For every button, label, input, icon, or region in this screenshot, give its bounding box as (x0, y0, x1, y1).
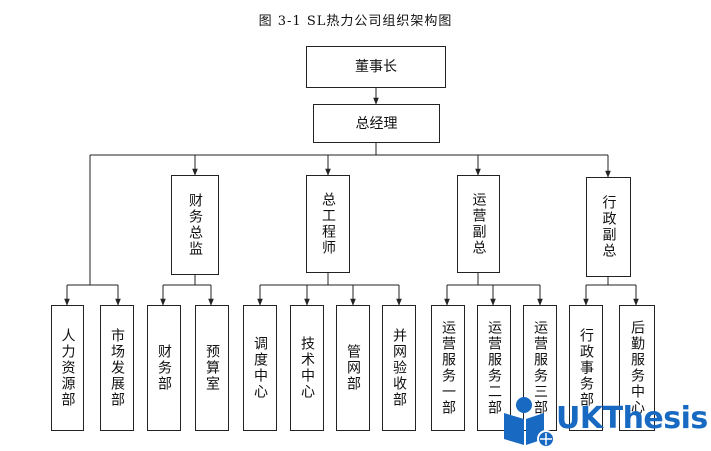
node-pipe: 管网部 (336, 305, 370, 431)
node-ops3: 运营服务三部 (523, 305, 557, 431)
node-chief-engineer: 总工程师 (306, 175, 350, 273)
node-grid-label: 并网验收部 (391, 328, 407, 408)
node-budget-label: 预算室 (204, 344, 220, 392)
node-finance-director-label: 财务总监 (187, 193, 203, 257)
node-budget: 预算室 (195, 305, 229, 431)
book-globe-icon (504, 397, 555, 448)
node-general-manager: 总经理 (313, 104, 440, 143)
node-ops1-label: 运营服务一部 (440, 320, 456, 416)
node-ops1: 运营服务一部 (431, 305, 465, 431)
node-market-label: 市场发展部 (109, 328, 125, 408)
node-grid: 并网验收部 (382, 305, 416, 431)
logo-text: UKThesis (556, 401, 708, 436)
node-admin-vp: 行政副总 (586, 177, 631, 277)
node-market: 市场发展部 (100, 305, 134, 431)
node-logistics: 后勤服务中心 (619, 305, 655, 431)
node-tech: 技术中心 (290, 305, 324, 431)
diagram-title: 图 3-1 SL热力公司组织架构图 (258, 14, 453, 29)
node-ops-vp-label: 运营副总 (470, 192, 487, 256)
node-logistics-label: 后勤服务中心 (629, 320, 645, 416)
node-chief-engineer-label: 总工程师 (320, 192, 336, 256)
node-hr: 人力资源部 (51, 305, 84, 431)
node-finance-dept-label: 财务部 (156, 344, 172, 392)
node-dispatch: 调度中心 (243, 305, 277, 431)
node-finance-dept: 财务部 (147, 305, 181, 431)
node-finance-director: 财务总监 (171, 175, 219, 275)
node-admin-vp-label: 行政副总 (600, 195, 617, 259)
node-ops2: 运营服务二部 (477, 305, 511, 431)
node-chairman-label: 董事长 (355, 59, 397, 75)
ukthesis-logo: UKThesis (500, 395, 708, 448)
node-general-manager-label: 总经理 (355, 115, 398, 132)
node-admin-affairs-label: 行政事务部 (578, 328, 594, 408)
node-admin-affairs: 行政事务部 (569, 305, 603, 431)
node-ops-vp: 运营副总 (457, 175, 500, 273)
node-chairman: 董事长 (306, 46, 446, 88)
node-ops3-label: 运营服务三部 (532, 320, 548, 416)
node-ops2-label: 运营服务二部 (486, 320, 502, 416)
node-hr-label: 人力资源部 (59, 328, 76, 408)
node-dispatch-label: 调度中心 (252, 336, 268, 400)
node-pipe-label: 管网部 (345, 344, 361, 392)
node-tech-label: 技术中心 (299, 336, 315, 400)
